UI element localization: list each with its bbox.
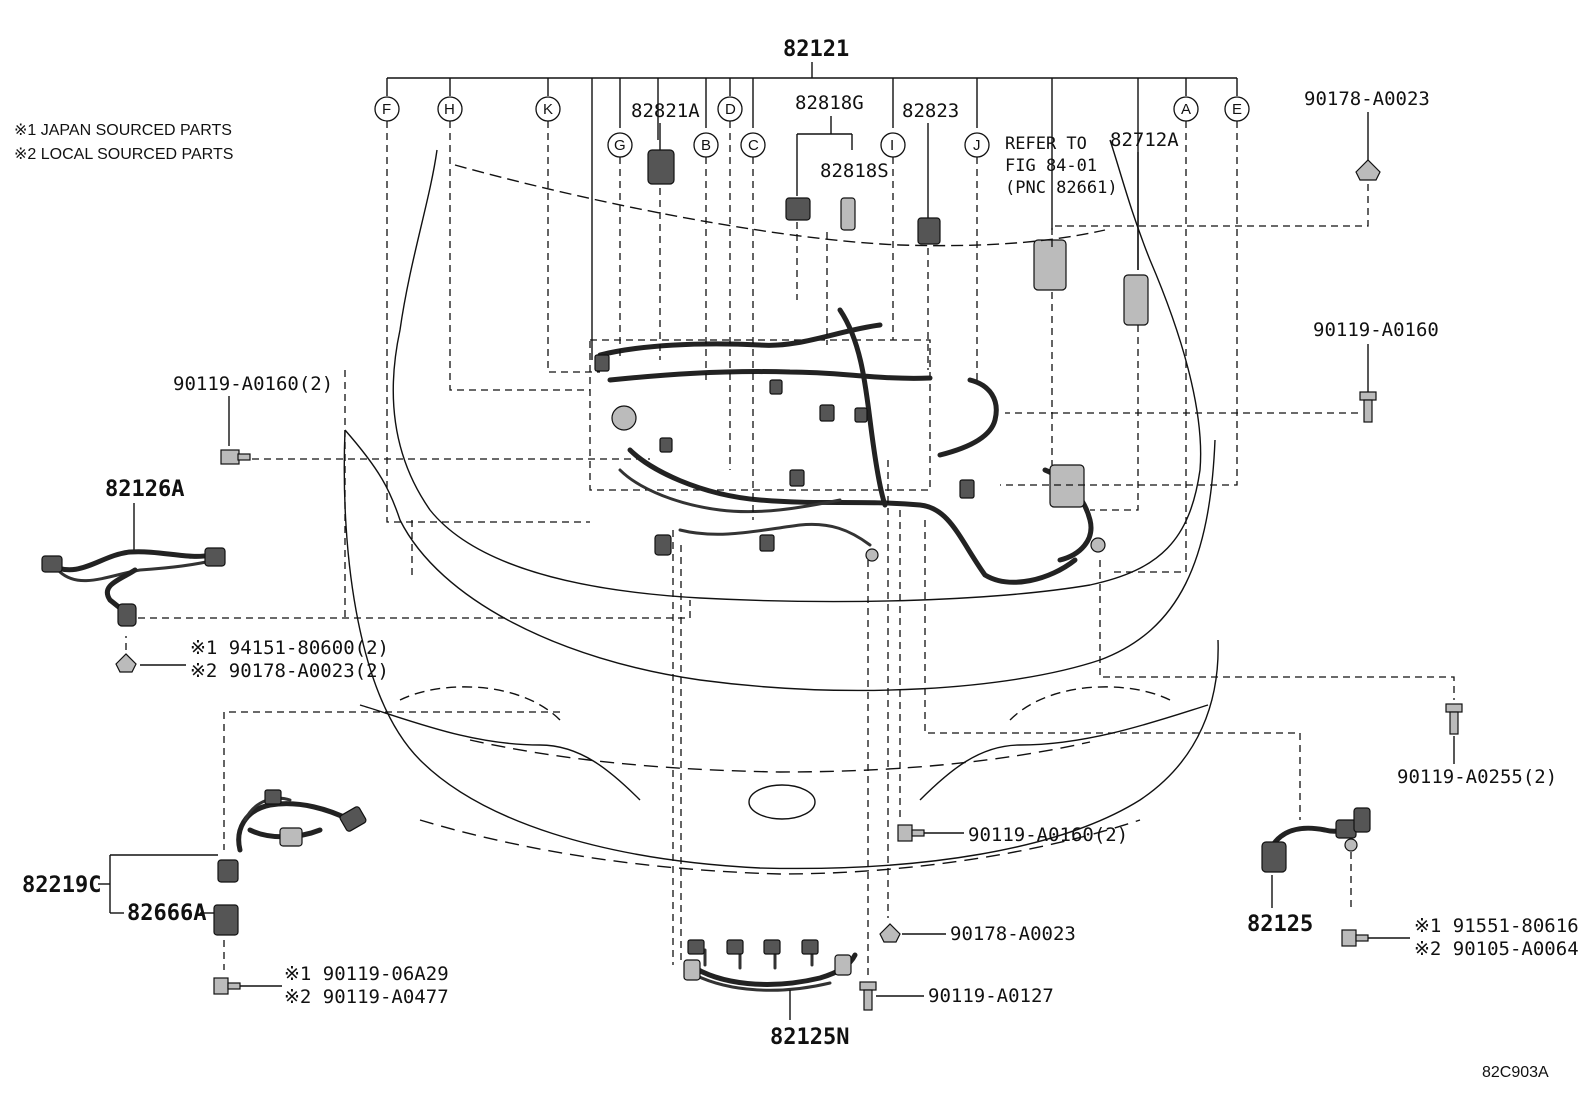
note-local: ※2 LOCAL SOURCED PARTS — [14, 146, 233, 163]
refer-note: REFER TO FIG 84-01 (PNC 82661) — [1005, 134, 1118, 198]
part-82818S-label[interactable]: 82818S — [820, 160, 889, 182]
bolt-91551-shaft-icon[interactable] — [1355, 934, 1369, 942]
part-90178-A0023-top-label[interactable]: 90178-A0023 — [1304, 88, 1430, 110]
bolt-bottom-head-icon[interactable] — [897, 824, 913, 842]
connector-82818S-icon[interactable] — [840, 197, 856, 231]
svg-text:K: K — [543, 101, 553, 118]
part-90178-2-label[interactable]: ※2 90178-A0023(2) — [190, 660, 389, 682]
part-94151-label[interactable]: ※1 94151-80600(2) — [190, 637, 389, 659]
part-82125N-label[interactable]: 82125N — [770, 1025, 849, 1050]
dash-82125 — [924, 520, 1301, 820]
connector-B[interactable]: B — [693, 132, 719, 158]
connector-K[interactable]: K — [535, 96, 561, 122]
bolt-06A29-shaft-icon[interactable] — [227, 982, 241, 990]
bolt-left-icon[interactable] — [220, 449, 240, 465]
bolt-head-icon[interactable] — [1359, 391, 1377, 401]
svg-text:J: J — [973, 137, 981, 154]
dash-90119-0255 — [1099, 560, 1455, 700]
vehicle-body — [343, 139, 1219, 875]
part-82818G-label[interactable]: 82818G — [795, 92, 864, 114]
harness-82125N[interactable] — [683, 939, 858, 992]
part-82666A-label[interactable]: 82666A — [127, 901, 206, 926]
part-82823-label[interactable]: 82823 — [902, 100, 959, 122]
harness-82125[interactable] — [1261, 807, 1371, 873]
part-91551-label[interactable]: ※1 91551-80616 — [1414, 915, 1579, 937]
svg-text:REFER TO: REFER TO — [1005, 134, 1087, 154]
connector-H[interactable]: H — [437, 96, 463, 122]
bracket-82818G — [796, 116, 853, 196]
part-82126A-label[interactable]: 82126A — [105, 477, 184, 502]
harness-82126A[interactable] — [41, 547, 226, 627]
svg-text:I: I — [890, 137, 894, 154]
part-82219C-label[interactable]: 82219C — [22, 873, 101, 898]
connector-82666A-icon[interactable] — [213, 904, 239, 936]
title-bracket — [386, 62, 1238, 360]
part-90178-A0023-bottom-label[interactable]: 90178-A0023 — [950, 923, 1076, 945]
relay-82712A-icon[interactable] — [1123, 274, 1149, 326]
svg-text:B: B — [701, 137, 711, 154]
bolt-0255-shaft-icon[interactable] — [1449, 711, 1459, 735]
svg-text:G: G — [614, 137, 626, 154]
connector-D[interactable]: D — [717, 96, 743, 122]
svg-text:E: E — [1232, 101, 1242, 118]
svg-text:A: A — [1181, 101, 1191, 118]
connector-C[interactable]: C — [740, 132, 766, 158]
engine-harness-82121[interactable] — [589, 307, 1106, 585]
connector-A[interactable]: A — [1173, 96, 1199, 122]
part-90119-A0477-label[interactable]: ※2 90119-A0477 — [284, 986, 449, 1008]
svg-text:FIG 84-01: FIG 84-01 — [1005, 156, 1097, 176]
part-82125-label[interactable]: 82125 — [1247, 912, 1313, 937]
clip-bottom-icon[interactable] — [879, 923, 901, 943]
bolt-bottom-shaft-icon[interactable] — [911, 829, 925, 837]
connector-82821A-icon[interactable] — [647, 149, 675, 185]
bolt-shaft-icon[interactable] — [1363, 399, 1373, 423]
part-82712A-label[interactable]: 82712A — [1110, 129, 1179, 151]
bolt-06A29-head-icon[interactable] — [213, 977, 229, 995]
connector-dash-lines — [344, 121, 1238, 618]
connector-G[interactable]: G — [607, 132, 633, 158]
bolt-91551-head-icon[interactable] — [1341, 929, 1357, 947]
svg-text:D: D — [725, 101, 736, 118]
connector-82823-icon[interactable] — [917, 217, 941, 245]
svg-text:C: C — [748, 137, 759, 154]
bracket-relay-icon[interactable] — [1033, 239, 1067, 291]
connector-82818G-icon[interactable] — [785, 197, 811, 221]
part-90119-A0160-left-label[interactable]: 90119-A0160(2) — [173, 373, 333, 395]
svg-text:(PNC 82661): (PNC 82661) — [1005, 178, 1118, 198]
main-part-number[interactable]: 82121 — [783, 37, 849, 62]
part-90119-A0160-bottom-label[interactable]: 90119-A0160(2) — [968, 824, 1128, 846]
part-90119-A0127-label[interactable]: 90119-A0127 — [928, 985, 1054, 1007]
bolt-0127-shaft-icon[interactable] — [863, 989, 873, 1011]
note-japan: ※1 JAPAN SOURCED PARTS — [14, 122, 232, 139]
dash-82126A — [138, 600, 691, 619]
part-90105-label[interactable]: ※2 90105-A0064 — [1414, 938, 1579, 960]
harness-82219C[interactable] — [217, 789, 367, 883]
connector-I[interactable]: I — [880, 132, 906, 158]
part-82821A-label[interactable]: 82821A — [631, 100, 700, 122]
part-90119-06A29-label[interactable]: ※1 90119-06A29 — [284, 963, 449, 985]
svg-text:H: H — [444, 101, 455, 118]
connector-F[interactable]: F — [374, 96, 400, 122]
dash-82219C — [223, 711, 560, 850]
bracket-82219C — [98, 854, 218, 914]
bolt-0255-head-icon[interactable] — [1445, 703, 1463, 713]
svg-text:F: F — [382, 101, 391, 118]
part-90119-A0160-right-label[interactable]: 90119-A0160 — [1313, 319, 1439, 341]
figure-code: 82C903A — [1482, 1064, 1549, 1081]
bolt-0127-head-icon[interactable] — [859, 981, 877, 991]
clip-icon[interactable] — [1355, 159, 1381, 181]
connector-E[interactable]: E — [1224, 96, 1250, 122]
connector-J[interactable]: J — [964, 132, 990, 158]
bolt-left-shaft-icon[interactable] — [237, 453, 251, 461]
part-90119-A0255-label[interactable]: 90119-A0255(2) — [1397, 766, 1557, 788]
clip-left-icon[interactable] — [115, 653, 137, 673]
